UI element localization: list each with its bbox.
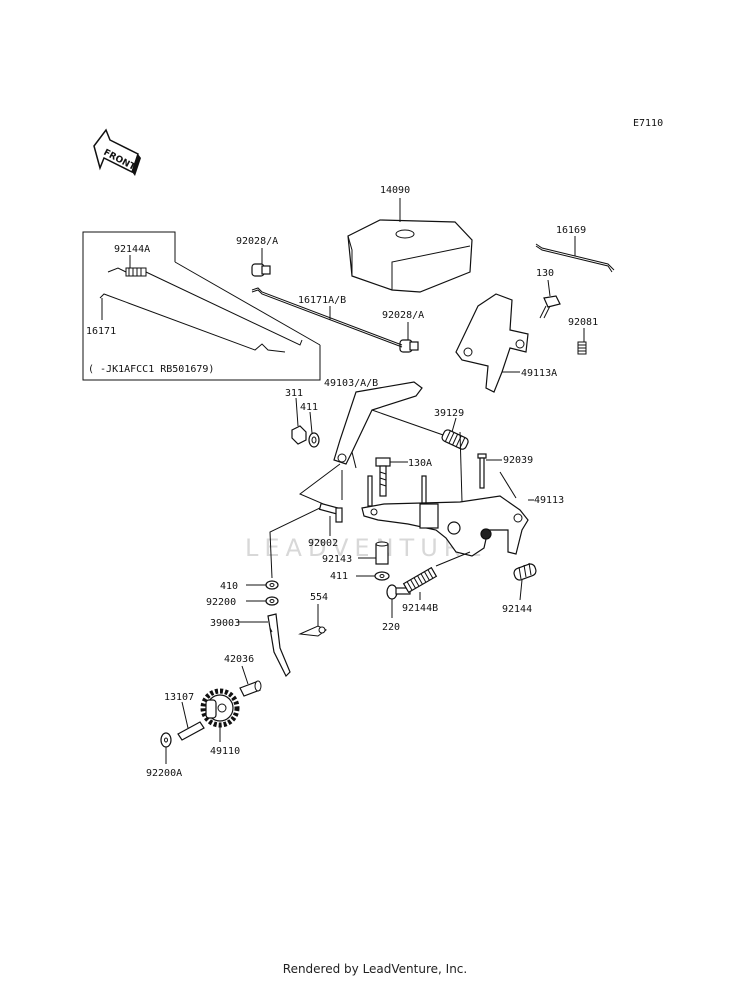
- part-92144a-spring: [107, 255, 303, 346]
- footer-credit: Rendered by LeadVenture, Inc.: [282, 962, 468, 976]
- part-14090-cover: [347, 198, 473, 293]
- callout-92144: 92144: [502, 604, 532, 615]
- callout-16171: 16171: [86, 326, 116, 337]
- callout-92039: 92039: [503, 455, 533, 466]
- part-42036-pin: [239, 665, 262, 697]
- callout-554: 554: [310, 592, 328, 603]
- callout-42036: 42036: [224, 654, 254, 665]
- callout-220: 220: [382, 622, 400, 633]
- callout-411-mid: 411: [330, 571, 348, 582]
- part-16171ab-rod: [251, 287, 403, 348]
- callout-130: 130: [536, 268, 554, 279]
- part-311-nut: [291, 397, 307, 445]
- part-92039-pin: [477, 453, 502, 489]
- callout-39003: 39003: [210, 618, 240, 629]
- part-49113-bracket: [361, 431, 534, 557]
- part-411-washer-mid: [356, 571, 390, 581]
- part-92028a-clip-top: [251, 248, 271, 277]
- callout-39129: 39129: [434, 408, 464, 419]
- callout-49110: 49110: [210, 746, 240, 757]
- callout-92028a-top: 92028/A: [236, 236, 278, 247]
- callout-49113a: 49113A: [521, 368, 557, 379]
- callout-92144a: 92144A: [114, 244, 150, 255]
- part-92144-spring: [513, 562, 537, 601]
- guide-line: [269, 505, 325, 579]
- callout-92200: 92200: [206, 597, 236, 608]
- callout-92002: 92002: [308, 538, 338, 549]
- part-39129-spring: [441, 417, 469, 450]
- part-49113a-bracket: [455, 293, 529, 393]
- callout-92143: 92143: [322, 554, 352, 565]
- part-39003-shaft: [238, 613, 291, 678]
- callout-49113: 49113: [534, 495, 564, 506]
- part-16171-rod: [99, 293, 286, 353]
- watermark-text: LEADVENTURE: [245, 534, 488, 562]
- callout-16171ab: 16171A/B: [298, 295, 346, 306]
- part-554-clip: [298, 604, 327, 637]
- diagram-code: E7110: [633, 118, 663, 129]
- part-411-washer-top: [308, 411, 320, 448]
- callout-130a: 130A: [408, 458, 432, 469]
- callout-13107: 13107: [164, 692, 194, 703]
- part-49103ab-lever: [333, 381, 447, 469]
- callout-92200a: 92200A: [146, 768, 182, 779]
- callout-92144b: 92144B: [402, 603, 438, 614]
- callout-410: 410: [220, 581, 238, 592]
- part-92144b-spring: [402, 551, 471, 600]
- part-130-bolt: [539, 279, 561, 319]
- part-92028a-clip-mid: [399, 322, 419, 353]
- part-16169-rod: [535, 236, 615, 273]
- callout-92081: 92081: [568, 317, 598, 328]
- part-220-bolt: [386, 584, 411, 618]
- part-13107-pin: [177, 701, 205, 741]
- part-410-washer: [246, 580, 279, 590]
- front-arrow-icon: FRONT: [93, 128, 141, 176]
- part-92200a-washer: [160, 732, 172, 764]
- part-49110-gear: [200, 688, 240, 742]
- part-92081-spring: [577, 328, 587, 355]
- part-92002-bolt: [318, 502, 343, 536]
- callout-311: 311: [285, 388, 303, 399]
- callout-14090: 14090: [380, 185, 410, 196]
- part-stud: [367, 475, 427, 507]
- callout-16169: 16169: [556, 225, 586, 236]
- callout-411-top: 411: [300, 402, 318, 413]
- part-92200-washer: [246, 596, 279, 606]
- callout-49103ab: 49103/A/B: [324, 378, 378, 389]
- inset-box: ( -JK1AFCC1 RB501679): [82, 231, 321, 381]
- part-92143-collar: [358, 541, 389, 565]
- serial-note: ( -JK1AFCC1 RB501679): [88, 364, 214, 375]
- part-130a-bolt: [375, 457, 408, 497]
- callout-92028a-mid: 92028/A: [382, 310, 424, 321]
